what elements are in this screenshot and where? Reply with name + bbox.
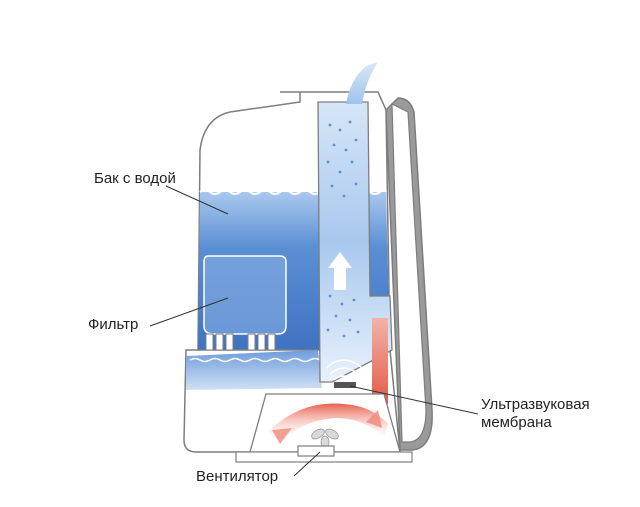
label-membrane-line1: Ультразвуковая <box>481 396 590 413</box>
reservoir-surface <box>189 357 321 363</box>
warm-air-column <box>372 318 388 404</box>
leader-membrane <box>349 385 479 415</box>
label-filter: Фильтр <box>88 316 139 333</box>
warm-air-flow <box>268 403 388 444</box>
warm-air-arrow-left <box>272 428 292 444</box>
reservoir-water <box>186 350 322 390</box>
fan-icon <box>311 428 339 449</box>
leader-filter <box>149 297 229 327</box>
membrane <box>334 382 356 388</box>
arrow-up-icon <box>328 252 352 290</box>
filter-teeth <box>205 333 276 351</box>
fan-outlet <box>297 445 335 457</box>
back-panel-inner <box>391 103 427 443</box>
mist-column <box>317 101 393 383</box>
label-membrane: Ультразвуковая мембрана <box>481 396 590 432</box>
mist-stream <box>346 62 378 104</box>
leader-fan <box>293 451 321 477</box>
leader-tank <box>165 185 229 215</box>
label-fan: Вентилятор <box>196 468 279 485</box>
ultrasonic-waves-icon <box>325 359 363 381</box>
filter-box <box>203 255 287 335</box>
mist-particles <box>326 120 360 338</box>
label-water-tank: Бак с водой <box>94 170 176 187</box>
warm-air-arrow-right <box>366 410 382 428</box>
label-membrane-line2: мембрана <box>481 414 552 431</box>
